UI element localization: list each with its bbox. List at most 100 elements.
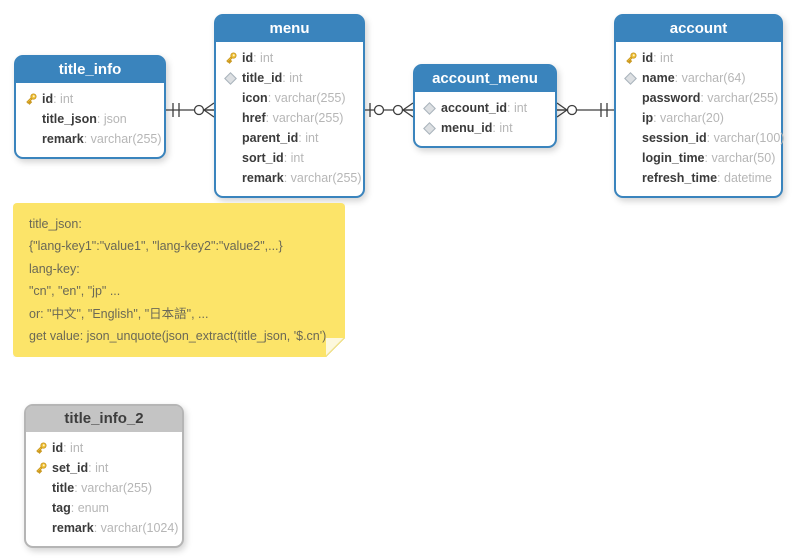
- column-icon-slot: [224, 50, 242, 66]
- column-name: sort_id: [242, 151, 284, 165]
- note-text-line: "cn", "en", "jp" ...: [29, 284, 121, 299]
- column-icon-slot: [224, 70, 242, 86]
- er-table-column[interactable]: remark : varchar(255): [24, 129, 162, 149]
- er-table-title[interactable]: title_info_2: [26, 406, 182, 434]
- er-table-column[interactable]: id : int: [224, 48, 359, 68]
- column-icon-slot: [624, 110, 642, 126]
- column-type: : datetime: [717, 171, 772, 185]
- column-name: tag: [52, 501, 71, 515]
- column-name: id: [642, 51, 654, 65]
- column-type: : enum: [70, 501, 109, 515]
- er-table-columns: id : int title_json : json remark : varc…: [16, 85, 164, 157]
- er-table-title[interactable]: menu: [216, 16, 363, 44]
- table-title_info[interactable]: title_info id : int title_json : json re…: [14, 55, 166, 159]
- er-table-column[interactable]: id : int: [624, 48, 777, 68]
- column-icon-slot: [34, 500, 52, 516]
- column-icon-slot: [224, 90, 242, 106]
- er-table-column[interactable]: password : varchar(255): [624, 88, 779, 108]
- er-table-column[interactable]: icon : varchar(255): [224, 88, 359, 108]
- column-type: : int: [63, 441, 84, 455]
- relationship-title_info-menu[interactable]: [166, 102, 215, 118]
- er-table-title[interactable]: account_menu: [415, 66, 555, 94]
- er-table-column[interactable]: account_id : int: [423, 98, 551, 118]
- er-table-column[interactable]: refresh_time : datetime: [624, 168, 777, 188]
- column-icon-slot: [624, 150, 642, 166]
- column-icon-slot: [624, 90, 642, 106]
- column-icon-slot: [224, 150, 242, 166]
- column-name: remark: [52, 521, 94, 535]
- er-table-columns: id : int set_id : int title : varchar(25…: [26, 434, 182, 546]
- er-table-column[interactable]: menu_id : int: [423, 118, 551, 138]
- er-table-column[interactable]: href : varchar(255): [224, 108, 359, 128]
- er-table-columns: id : int title_id : int icon : varchar(2…: [216, 44, 363, 196]
- column-icon-slot: [624, 170, 642, 186]
- column-icon-slot: [224, 170, 242, 186]
- relationship-account_menu-account[interactable]: [556, 102, 614, 118]
- er-table-column[interactable]: ip : varchar(20): [624, 108, 777, 128]
- column-type: : int: [653, 51, 674, 65]
- column-name: title_id: [242, 71, 283, 85]
- column-icon-slot: [34, 460, 52, 476]
- column-name: password: [642, 91, 701, 105]
- column-name: title: [52, 481, 75, 495]
- column-icon-slot: [34, 520, 52, 536]
- primary-key-icon: [36, 462, 47, 474]
- er-table-title[interactable]: account: [616, 16, 781, 44]
- er-table-column[interactable]: login_time : varchar(50): [624, 148, 777, 168]
- er-table-column[interactable]: parent_id : int: [224, 128, 359, 148]
- er-table-column[interactable]: id : int: [34, 438, 178, 458]
- column-type: : int: [298, 131, 319, 145]
- column-name: session_id: [642, 131, 707, 145]
- column-name: remark: [42, 132, 84, 146]
- er-table-column[interactable]: remark : varchar(255): [224, 168, 362, 188]
- column-type: : varchar(255): [265, 111, 344, 125]
- table-account_menu[interactable]: account_menu account_id : int menu_id : …: [413, 64, 557, 148]
- table-account[interactable]: account id : int name : varchar(64) pass…: [614, 14, 784, 198]
- note-text-line: get value: json_unquote(json_extract(tit…: [29, 329, 327, 344]
- column-type: : int: [282, 71, 303, 85]
- column-name: remark: [242, 171, 284, 185]
- er-table-column[interactable]: set_id : int: [34, 458, 178, 478]
- column-icon-slot: [624, 130, 642, 146]
- column-type: : varchar(255): [74, 481, 153, 495]
- column-icon-slot: [24, 131, 42, 147]
- er-table-column[interactable]: title : varchar(255): [34, 478, 178, 498]
- primary-key-icon: [626, 52, 637, 64]
- column-type: : varchar(255): [700, 91, 779, 105]
- relationship-menu-account_menu[interactable]: [365, 102, 414, 118]
- er-table-column[interactable]: tag : enum: [34, 498, 178, 518]
- column-type: : varchar(100): [706, 131, 785, 145]
- er-table-column[interactable]: sort_id : int: [224, 148, 359, 168]
- column-name: ip: [642, 111, 654, 125]
- er-table-column[interactable]: title_json : json: [24, 109, 160, 129]
- er-table-column[interactable]: remark : varchar(1024): [34, 518, 178, 538]
- table-title_info_2[interactable]: title_info_2 id : int set_id : int title…: [24, 404, 184, 548]
- column-type: : varchar(64): [674, 71, 746, 85]
- table-menu[interactable]: menu id : int title_id : int icon : varc…: [214, 14, 365, 198]
- column-type: : int: [53, 92, 74, 106]
- er-table-column[interactable]: id : int: [24, 89, 160, 109]
- column-name: menu_id: [441, 121, 493, 135]
- er-table-column[interactable]: title_id : int: [224, 68, 359, 88]
- column-icon-slot: [34, 440, 52, 456]
- column-icon-slot: [423, 100, 441, 116]
- column-icon-slot: [34, 480, 52, 496]
- note-text-line: title_json:: [29, 217, 82, 231]
- er-table-title[interactable]: title_info: [16, 57, 164, 85]
- column-name: parent_id: [242, 131, 299, 145]
- column-type: : int: [283, 151, 304, 165]
- er-table-column[interactable]: name : varchar(64): [624, 68, 777, 88]
- er-table-column[interactable]: session_id : varchar(100): [624, 128, 784, 148]
- column-type: : varchar(255): [283, 171, 362, 185]
- sticky-note[interactable]: title_json:{"lang-key1":"value1", "lang-…: [13, 203, 345, 357]
- column-type: : varchar(20): [653, 111, 724, 125]
- foreign-key-icon: [624, 71, 637, 85]
- column-icon-slot: [423, 120, 441, 136]
- er-table-columns: account_id : int menu_id : int: [415, 94, 555, 146]
- primary-key-icon: [36, 442, 47, 454]
- column-type: : json: [96, 112, 127, 126]
- column-name: title_json: [42, 112, 97, 126]
- foreign-key-icon: [423, 101, 436, 115]
